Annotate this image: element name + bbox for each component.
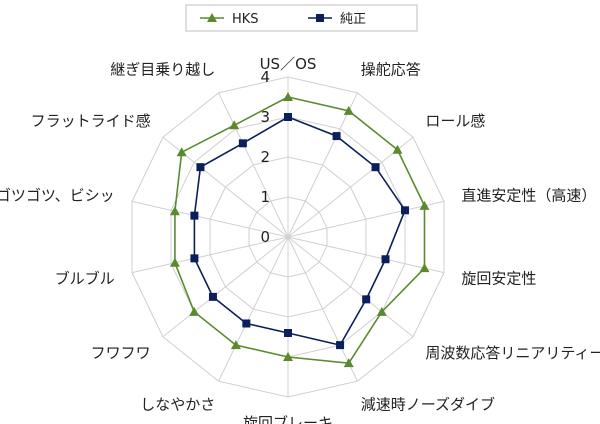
legend-marker: [316, 14, 324, 22]
legend-label: HKS: [232, 12, 259, 27]
data-point: [242, 319, 251, 328]
radial-tick-labels: 0 1 2 3 4: [260, 68, 270, 246]
data-point: [362, 295, 371, 304]
category-label: フラットライド感: [31, 112, 151, 130]
category-label: ゴツゴツ、ビシッ: [0, 187, 115, 205]
data-point: [419, 263, 430, 273]
series-line: [174, 96, 426, 364]
category-label: US／OS: [260, 55, 317, 73]
category-label: しなやかさ: [140, 396, 215, 414]
tick-label: 1: [260, 188, 270, 206]
category-label: 周波数応答リニアリティー: [425, 344, 600, 362]
radar-spokes: [131, 77, 445, 397]
data-point: [208, 292, 217, 301]
series-line: [193, 116, 406, 347]
data-point: [189, 306, 200, 316]
legend-label: 純正: [340, 12, 366, 27]
data-point: [229, 120, 240, 130]
grid-spoke: [218, 236, 289, 382]
data-point: [419, 200, 430, 210]
data-point: [230, 340, 241, 350]
legend-marker: [207, 13, 217, 22]
data-point: [336, 341, 345, 350]
category-label: 直進安定性（高速）: [461, 187, 596, 205]
data-point: [284, 329, 292, 337]
data-point: [176, 147, 187, 157]
data-point: [371, 163, 380, 172]
legend: HKS 純正: [185, 4, 418, 32]
data-point: [343, 105, 354, 115]
data-point: [392, 144, 403, 154]
data-point: [169, 206, 180, 216]
data-point: [169, 257, 180, 267]
data-point: [238, 139, 247, 148]
legend-box: [185, 4, 418, 32]
grid-spoke: [287, 236, 445, 274]
data-point: [190, 211, 199, 220]
data-point: [381, 255, 390, 264]
data-point: [196, 163, 205, 172]
tick-label: 3: [260, 108, 270, 126]
data-point: [343, 358, 354, 368]
category-label: 旋回ブレーキ: [243, 414, 333, 424]
data-point: [283, 92, 293, 101]
grid-spoke: [162, 236, 289, 338]
data-point: [376, 306, 387, 316]
grid-spoke: [131, 200, 289, 238]
category-label: ブルブル: [55, 269, 115, 287]
data-point: [283, 352, 293, 361]
tick-label: 2: [260, 148, 270, 166]
data-point: [284, 113, 292, 121]
series-layer: [169, 92, 430, 368]
grid-spoke: [131, 236, 289, 274]
category-label: 旋回安定性: [461, 269, 536, 287]
category-label: 減速時ノーズダイブ: [361, 396, 495, 414]
tick-label: 0: [260, 228, 270, 246]
category-label: 継ぎ目乗り越し: [110, 60, 215, 78]
grid-spoke: [218, 92, 289, 238]
grid-spoke: [287, 236, 358, 382]
grid-spoke: [287, 136, 414, 238]
grid-spoke: [287, 236, 414, 338]
grid-spoke: [287, 92, 358, 238]
grid-spoke: [287, 200, 445, 238]
category-label: フワフワ: [91, 344, 151, 362]
data-point: [400, 206, 409, 215]
series-2: [190, 113, 409, 350]
data-point: [190, 254, 199, 263]
category-label: ロール感: [425, 112, 485, 130]
category-label: 操舵応答: [361, 60, 421, 78]
series-1: [169, 92, 430, 368]
tick-label: 4: [260, 68, 270, 86]
data-point: [332, 132, 341, 141]
